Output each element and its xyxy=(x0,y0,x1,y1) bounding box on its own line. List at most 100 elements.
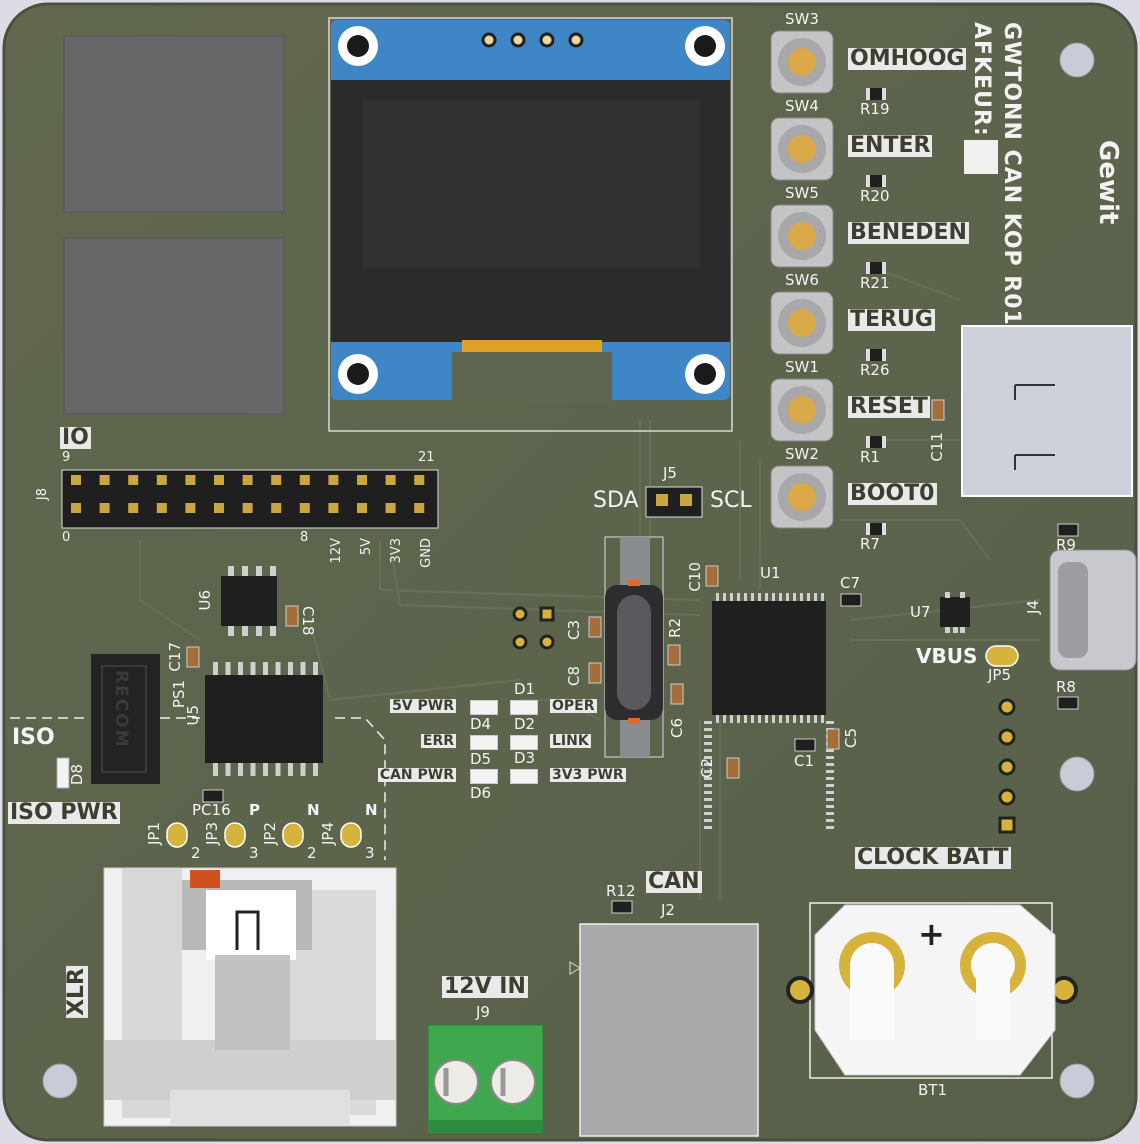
io-title: IO xyxy=(60,425,91,450)
header-pin xyxy=(71,503,81,513)
io-pin-21: 21 xyxy=(418,450,435,465)
io-power-pin-label: 3V3 xyxy=(389,538,404,564)
passive-components xyxy=(56,399,1079,914)
jumper-pin-number: 3 xyxy=(249,844,259,862)
c18-ref: C18 xyxy=(299,606,317,636)
header-pin xyxy=(357,503,367,513)
bt1-ref: BT1 xyxy=(918,1081,947,1099)
mounting-hole xyxy=(42,1063,78,1099)
coin-cell-holder xyxy=(786,902,1078,1079)
header-pin xyxy=(271,503,282,513)
io-power-pin-label: 12V xyxy=(329,538,344,564)
chip-u5 xyxy=(205,662,323,776)
led xyxy=(470,700,498,715)
c3-ref: C3 xyxy=(565,620,583,641)
pullup-resistor-ref: R7 xyxy=(860,535,880,553)
iso-boundary xyxy=(10,717,386,860)
led-ref: D1 xyxy=(514,680,536,698)
oled-flex xyxy=(462,340,602,354)
header-pin xyxy=(357,475,367,485)
clock-batt-label: CLOCK BATT xyxy=(855,845,1011,870)
oled-active-area xyxy=(363,100,700,268)
oled-cutout xyxy=(452,352,612,402)
header-pin xyxy=(414,503,425,513)
header-pin xyxy=(242,503,253,513)
tactile-button xyxy=(770,204,886,274)
c2-ref: C2 xyxy=(698,758,716,779)
r2-ref: R2 xyxy=(666,618,684,638)
oled-outline xyxy=(328,17,733,432)
led-label: OPER xyxy=(550,698,597,714)
jumper-ref: JP1 xyxy=(145,822,163,846)
jumper-pin-number: 3 xyxy=(365,844,375,862)
button-ref: SW4 xyxy=(785,97,819,115)
header-pin xyxy=(128,503,139,513)
right-pin-header xyxy=(998,698,1016,834)
c17-ref: C17 xyxy=(166,642,184,672)
j5-ref: J5 xyxy=(663,464,677,482)
tactile-button xyxy=(770,378,886,448)
jumper-pin-number: 2 xyxy=(307,844,317,862)
scl-label: SCL xyxy=(710,488,752,513)
header-pin xyxy=(156,475,167,485)
chip-u6 xyxy=(221,566,277,636)
led-ref: D6 xyxy=(470,784,492,802)
header-pin xyxy=(128,475,139,485)
led xyxy=(510,769,538,784)
test-pads xyxy=(512,606,555,650)
header-pin xyxy=(328,503,339,513)
button-label: ENTER xyxy=(848,133,933,158)
mounting-hole xyxy=(1059,1063,1095,1099)
header-pin xyxy=(156,503,167,513)
jp5-ref: JP5 xyxy=(988,666,1012,684)
jumper-pin-number: 2 xyxy=(191,844,201,862)
led-ref: D2 xyxy=(514,715,536,733)
c6-ref: C6 xyxy=(668,718,686,739)
io-pin-9: 9 xyxy=(62,450,71,465)
button-ref: SW3 xyxy=(785,10,819,28)
j4-ref: J4 xyxy=(1024,600,1042,614)
j2-ref: J2 xyxy=(661,901,675,919)
c10-ref: C10 xyxy=(686,562,704,592)
header-pin xyxy=(185,503,196,513)
jumper-ref: JP4 xyxy=(319,822,337,846)
d8-ref: D8 xyxy=(68,764,86,786)
io-header-pins xyxy=(71,475,425,513)
mcu-u1 xyxy=(704,593,834,829)
io-pin-8: 8 xyxy=(300,530,309,545)
header-pin xyxy=(385,475,396,485)
header-pin xyxy=(185,475,196,485)
iso-jumper-pads xyxy=(166,822,362,848)
io-pin-0: 0 xyxy=(62,530,71,545)
led xyxy=(510,700,538,715)
relay-top xyxy=(63,35,285,213)
c11-ref: C11 xyxy=(928,432,946,462)
mounting-hole xyxy=(1059,756,1095,792)
oled-pins xyxy=(481,32,584,48)
header-pin xyxy=(414,475,425,485)
can-connector xyxy=(579,923,759,1137)
io-header-ref: J8 xyxy=(35,488,50,501)
mounting-hole xyxy=(1059,42,1095,78)
header-pin xyxy=(328,475,339,485)
button-ref: SW2 xyxy=(785,445,819,463)
j9-ref: J9 xyxy=(476,1003,490,1021)
button-label: BENEDEN xyxy=(848,220,969,245)
pullup-resistor-ref: R19 xyxy=(860,100,890,118)
led-label: CAN PWR xyxy=(377,767,456,783)
tactile-buttons xyxy=(770,30,886,535)
r12-ref: R12 xyxy=(606,882,636,900)
title-line1: GWTONN CAN KOP R01 xyxy=(999,22,1024,326)
u1-ref: U1 xyxy=(760,564,781,582)
pullup-resistor-ref: R21 xyxy=(860,274,890,292)
power-terminal xyxy=(427,1024,544,1134)
c5-ref: C5 xyxy=(842,728,860,749)
header-pin xyxy=(271,475,282,485)
led xyxy=(510,735,538,750)
chip-u7 xyxy=(940,592,970,633)
button-ref: SW5 xyxy=(785,184,819,202)
title-line2: AFKEUR: xyxy=(969,22,994,137)
recom-marking: RECOM xyxy=(111,670,131,749)
